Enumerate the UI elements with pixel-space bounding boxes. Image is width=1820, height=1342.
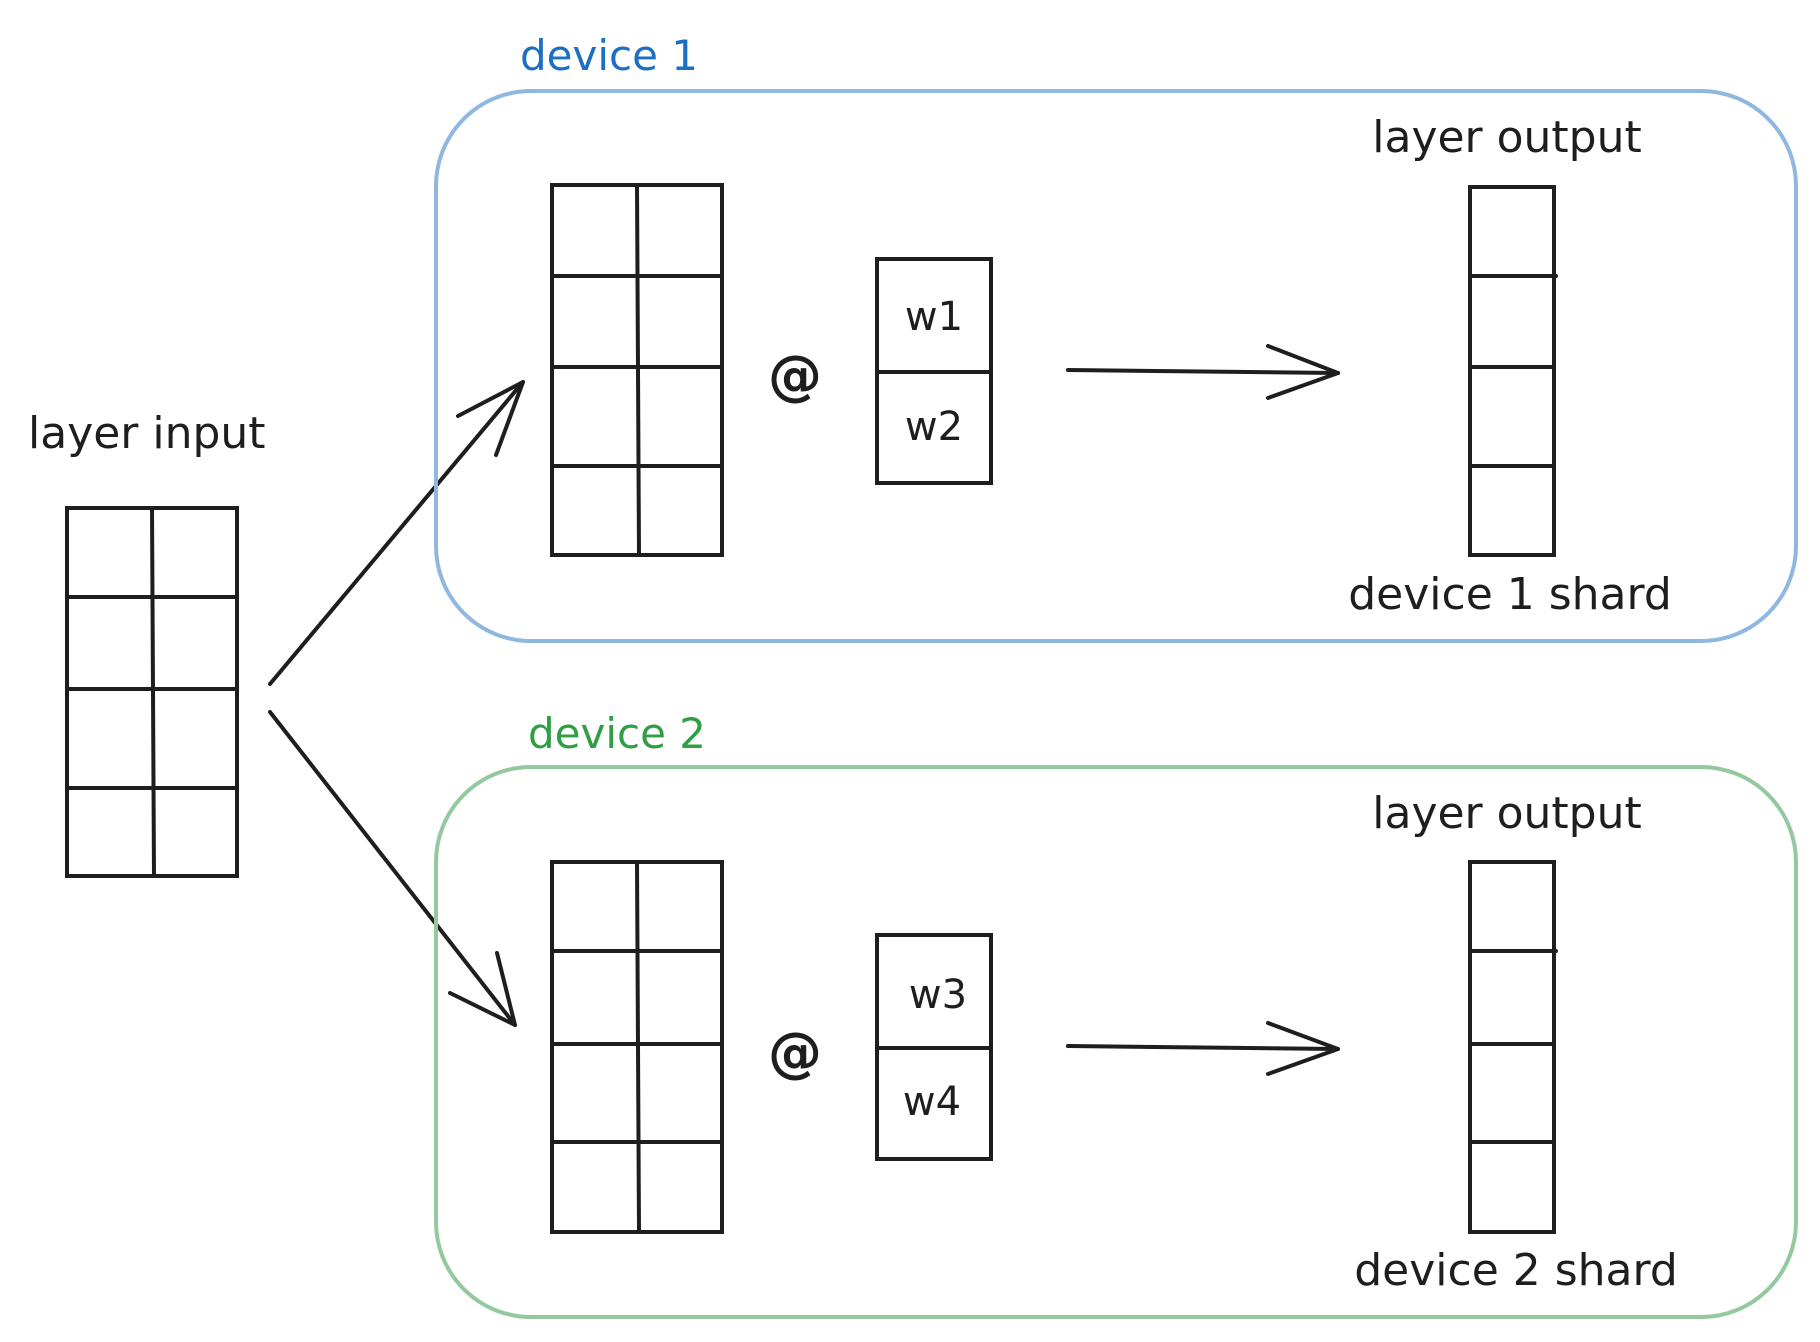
- device-2-input-matrix: [550, 860, 724, 1234]
- device-1-output-vector: [1468, 185, 1558, 557]
- weight-w2-label: w2: [905, 404, 963, 450]
- device-2-shard-label: device 2 shard: [1354, 1245, 1678, 1296]
- device-2-output-label: layer output: [1372, 788, 1642, 839]
- device-1-shard-label: device 1 shard: [1348, 569, 1672, 620]
- weight-w1-label: w1: [905, 294, 963, 340]
- device-1-result-arrow: [1066, 344, 1340, 400]
- device-2-label: device 2: [528, 709, 706, 758]
- fork-arrow-to-device-1: [268, 380, 525, 686]
- fork-arrow-to-device-2: [268, 710, 517, 1027]
- device-2-result-arrow: [1066, 1021, 1340, 1076]
- weight-w4-label: w4: [903, 1079, 961, 1125]
- device-1-output-label: layer output: [1372, 112, 1642, 163]
- device-2-frame: [434, 765, 1798, 1319]
- device-2-matmul-operator: @: [768, 1021, 822, 1084]
- device-1-input-matrix: [550, 183, 724, 557]
- device-1-weight-matrix: w1 w2: [875, 257, 993, 485]
- device-2-output-vector: [1468, 860, 1558, 1234]
- device-1-matmul-operator: @: [768, 344, 822, 407]
- device-2-weight-matrix: w3 w4: [875, 933, 993, 1161]
- layer-input-label: layer input: [28, 408, 266, 459]
- device-2-group: device 2 @ w3 w4 layer output devic: [434, 709, 1798, 1319]
- device-1-label: device 1: [520, 31, 698, 80]
- weight-w3-label: w3: [909, 972, 967, 1018]
- layer-input-matrix: [65, 506, 239, 878]
- device-1-frame: [434, 89, 1798, 643]
- device-1-group: device 1 @ w1 w2 layer output devic: [434, 31, 1798, 643]
